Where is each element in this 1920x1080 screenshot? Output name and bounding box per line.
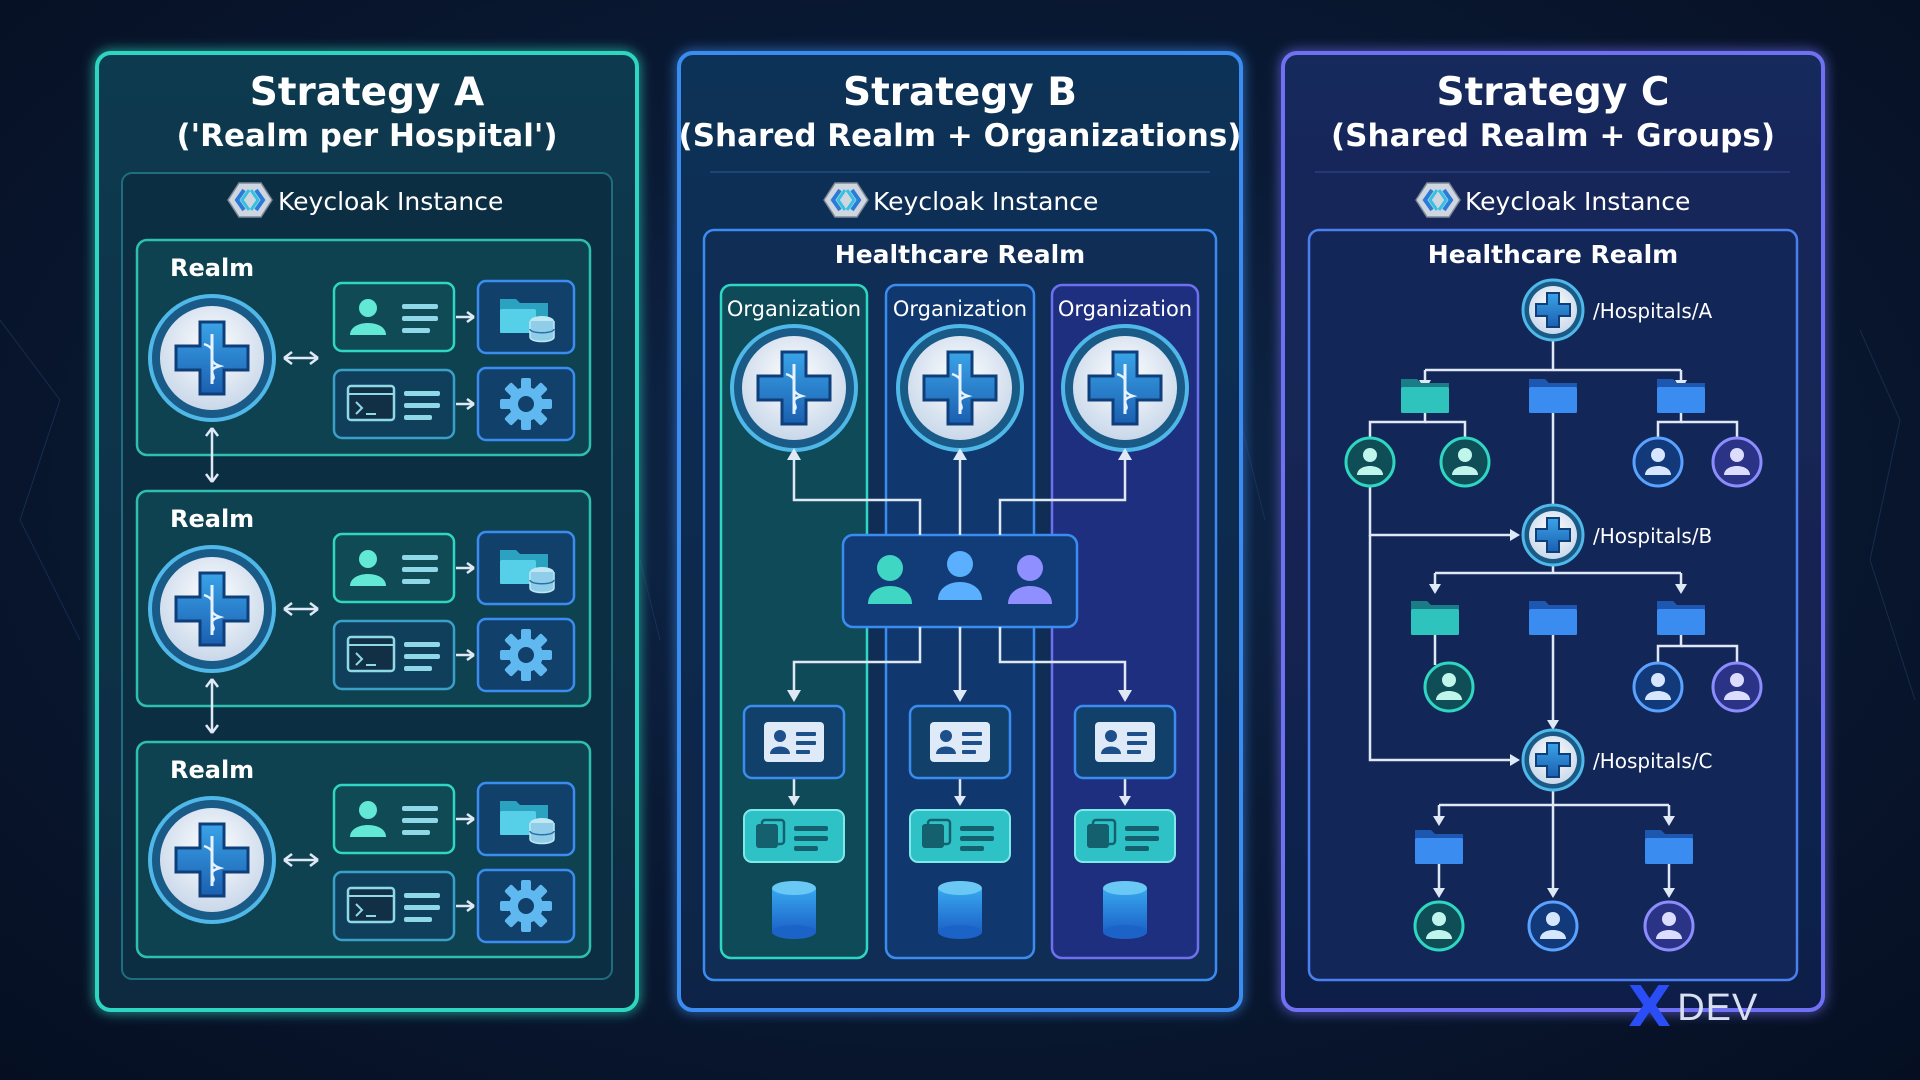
group-label-b: /Hospitals/B (1593, 524, 1712, 548)
strategy-b-realm-label: Healthcare Realm (835, 240, 1085, 269)
strategy-c-subtitle: (Shared Realm + Groups) (1331, 118, 1775, 154)
watermark-logo: X DEV (1628, 975, 1759, 1040)
realm-box-1: Realm (135, 238, 592, 457)
client-app-icon (908, 808, 1012, 864)
folder-database-icon (476, 279, 576, 355)
user-icon (1423, 661, 1475, 713)
strategy-c-instance-label: Keycloak Instance (1465, 187, 1690, 216)
folder-icon (1529, 601, 1577, 635)
realm-label-2: Realm (170, 505, 254, 533)
user-icon (1527, 900, 1579, 952)
realm-box-2: Realm (135, 489, 592, 708)
database-icon (772, 881, 816, 939)
folder-icon (1401, 379, 1449, 413)
user-icon (1413, 900, 1465, 952)
group-label-c: /Hospitals/C (1593, 749, 1712, 773)
watermark-mark: X (1628, 975, 1672, 1040)
strategy-b-title: Strategy B (843, 70, 1077, 115)
realm-box-3: Realm (135, 740, 592, 959)
background-network (0, 319, 1916, 701)
client-console-icon (332, 368, 456, 440)
strategy-b-panel: Strategy B (Shared Realm + Organizations… (677, 51, 1243, 1012)
realm-label-1: Realm (170, 254, 254, 282)
client-app-icon (1073, 808, 1177, 864)
gear-icon (476, 366, 576, 442)
database-icon (1103, 881, 1147, 939)
organization-label-3: Organization (1058, 297, 1192, 321)
folder-icon (1645, 830, 1693, 864)
strategy-a-subtitle: ('Realm per Hospital') (176, 118, 557, 154)
hospital-icon (730, 324, 858, 452)
strategy-b-instance-label: Keycloak Instance (873, 187, 1098, 216)
hospital-icon (148, 294, 276, 422)
client-console-icon (332, 870, 456, 942)
user-icon (1632, 436, 1684, 488)
database-icon (938, 881, 982, 939)
hospital-icon (1061, 324, 1189, 452)
folder-icon (1415, 830, 1463, 864)
hospital-icon (896, 324, 1024, 452)
hospital-group-icon (1521, 728, 1585, 792)
user-icon (1632, 661, 1684, 713)
user-icon (1643, 900, 1695, 952)
users-list-icon (332, 783, 456, 855)
strategy-c-panel: Strategy C (Shared Realm + Groups) Keycl… (1281, 51, 1825, 1012)
id-card-icon (742, 704, 846, 780)
id-card-icon (1073, 704, 1177, 780)
strategy-c-title: Strategy C (1437, 70, 1670, 115)
organization-label-2: Organization (893, 297, 1027, 321)
shared-users-box (841, 533, 1079, 629)
hospital-group-icon (1521, 278, 1585, 342)
gear-icon (476, 617, 576, 693)
id-card-icon (908, 704, 1012, 780)
folder-icon (1411, 601, 1459, 635)
user-icon (1711, 661, 1763, 713)
client-console-icon (332, 619, 456, 691)
organization-label-1: Organization (727, 297, 861, 321)
group-label-a: /Hospitals/A (1593, 299, 1712, 323)
strategy-b-subtitle: (Shared Realm + Organizations) (679, 118, 1242, 154)
folder-icon (1657, 601, 1705, 635)
hospital-icon (148, 545, 276, 673)
user-icon (1711, 436, 1763, 488)
strategy-a-panel: Strategy A ('Realm per Hospital') Keyclo… (95, 51, 639, 1012)
hospital-group-icon (1521, 503, 1585, 567)
users-list-icon (332, 532, 456, 604)
folder-icon (1529, 379, 1577, 413)
strategy-a-title: Strategy A (250, 70, 484, 115)
users-list-icon (332, 281, 456, 353)
realm-label-3: Realm (170, 756, 254, 784)
user-icon (1344, 436, 1396, 488)
client-app-icon (742, 808, 846, 864)
folder-database-icon (476, 530, 576, 606)
folder-icon (1657, 379, 1705, 413)
strategy-a-instance-label: Keycloak Instance (278, 187, 503, 216)
folder-database-icon (476, 781, 576, 857)
hospital-icon (148, 796, 276, 924)
gear-icon (476, 868, 576, 944)
user-icon (1439, 436, 1491, 488)
watermark-text: DEV (1677, 987, 1759, 1029)
strategy-c-realm-label: Healthcare Realm (1428, 240, 1678, 269)
group-tree-lines (1368, 340, 1739, 890)
